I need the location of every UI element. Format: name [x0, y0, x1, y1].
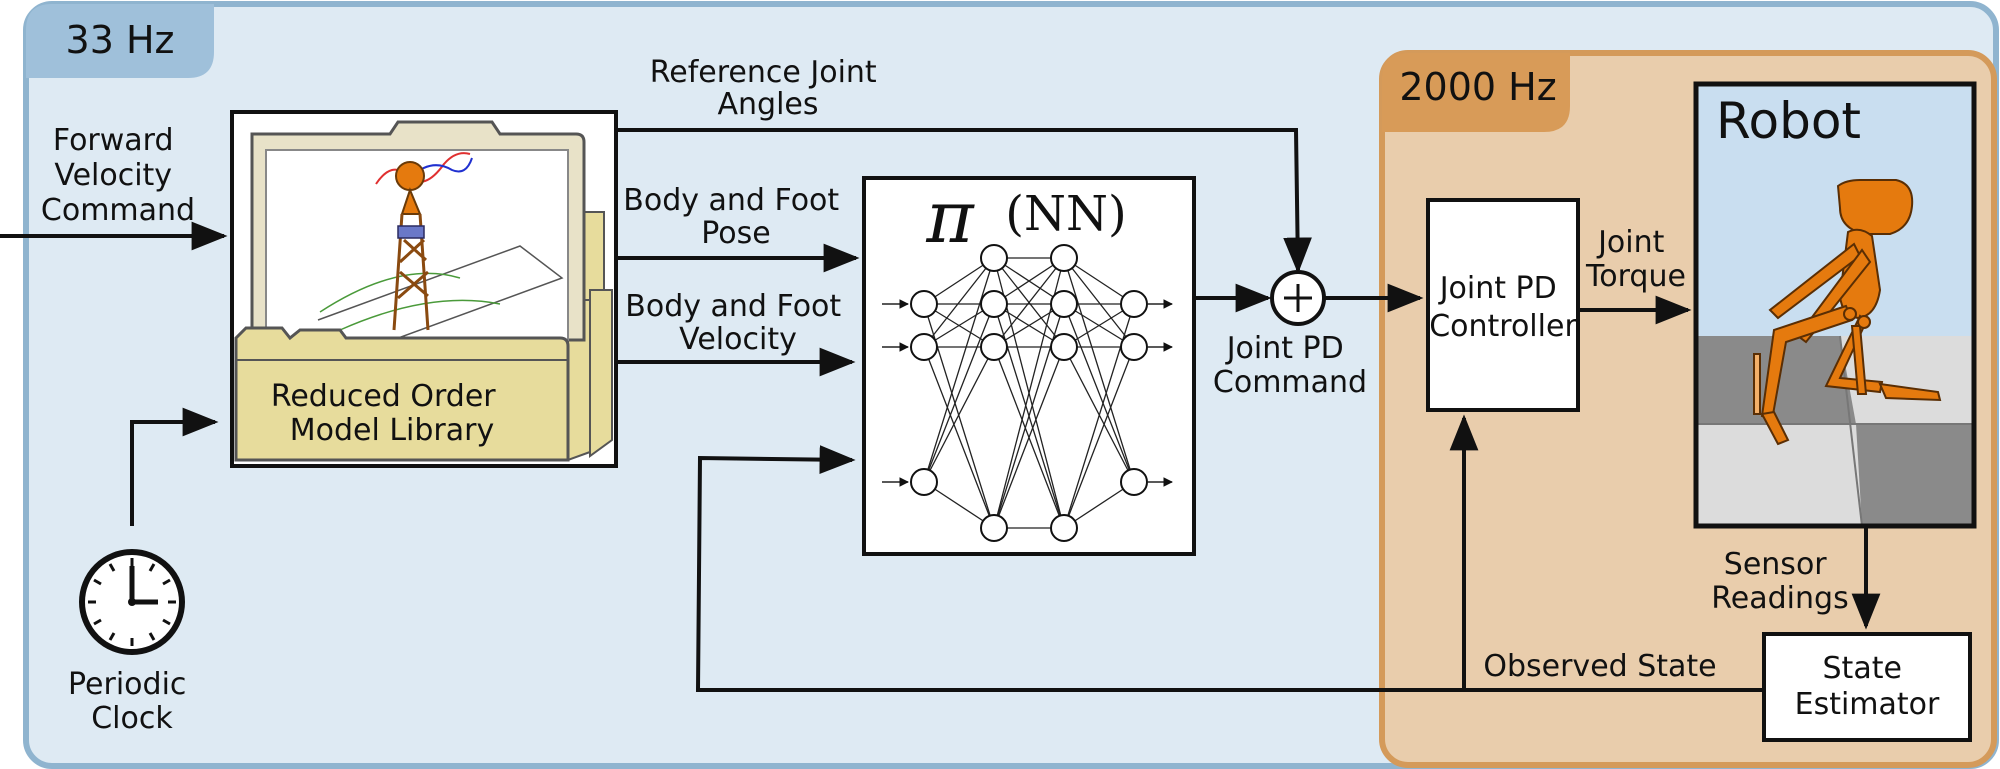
nn-node [1120, 468, 1148, 496]
nn-edge [923, 257, 995, 483]
nn-node [1120, 290, 1148, 318]
slow-rate-label: 33 Hz [66, 18, 175, 62]
nn-node [980, 290, 1008, 318]
robot-icon [1753, 179, 1942, 446]
clock-arrow [130, 407, 219, 526]
pd-controller-block [1426, 198, 1580, 412]
periodic-clock-label: Periodic Clock [68, 667, 196, 736]
nn-edge [1063, 346, 1135, 529]
model-library-label: Reduced Order Model Library [271, 379, 505, 448]
robot-block: Robot [1693, 81, 1977, 529]
summing-junction [1270, 270, 1326, 326]
nn-edge [993, 257, 1065, 348]
nn-node [980, 514, 1008, 542]
body-foot-pose-label: Body and Foot Pose [623, 183, 848, 251]
nn-node [1050, 244, 1078, 272]
joint-pd-command-label: Joint PD Command [1213, 331, 1367, 400]
nn-edge [923, 257, 995, 348]
nn-node [910, 333, 938, 361]
nn-edge [923, 303, 995, 483]
policy-label: (NN) [1005, 186, 1126, 242]
reference-joint-angles-arrow [616, 128, 1312, 274]
nn-node [980, 244, 1008, 272]
observed-state-feedback [695, 445, 1764, 692]
nn-node [910, 468, 938, 496]
reference-joint-angles-label: Reference Joint Angles [650, 55, 886, 122]
nn-node [980, 333, 1008, 361]
nn-edge [1063, 303, 1135, 483]
model-sketch-icon [317, 152, 564, 353]
nn-edge [993, 346, 1065, 529]
robot-label: Robot [1716, 92, 1861, 150]
slow-rate-tab [26, 4, 214, 78]
joint-torque-label: Joint Torque [1585, 225, 1686, 294]
clock-icon [79, 549, 185, 655]
nn-edge [923, 346, 995, 483]
nn-edge [1063, 257, 1135, 348]
nn-edge [923, 346, 995, 529]
body-foot-velocity-label: Body and Foot Velocity [625, 289, 850, 357]
nn-node [1050, 290, 1078, 318]
nn-node [1050, 514, 1078, 542]
nn-edge [1063, 257, 1135, 483]
nn-node [910, 290, 938, 318]
observed-state-label: Observed State [1483, 649, 1716, 684]
state-estimator-block [1762, 632, 1972, 742]
fast-rate-tab [1382, 53, 1570, 132]
model-library-block: Reduced Order Model Library [230, 110, 618, 468]
state-estimator-label: State Estimator [1795, 651, 1940, 722]
nn-nodes [910, 244, 1148, 542]
nn-node [1050, 333, 1078, 361]
sensor-readings-label: Sensor Readings [1711, 547, 1848, 616]
nn-node [1120, 333, 1148, 361]
pd-controller-label: Joint PD Controller [1429, 271, 1577, 344]
fast-rate-label: 2000 Hz [1399, 65, 1556, 109]
forward-velocity-label: Forward Velocity Command [41, 123, 195, 228]
policy-network-block: π (NN) [862, 175, 1196, 556]
policy-symbol: π [925, 175, 975, 259]
